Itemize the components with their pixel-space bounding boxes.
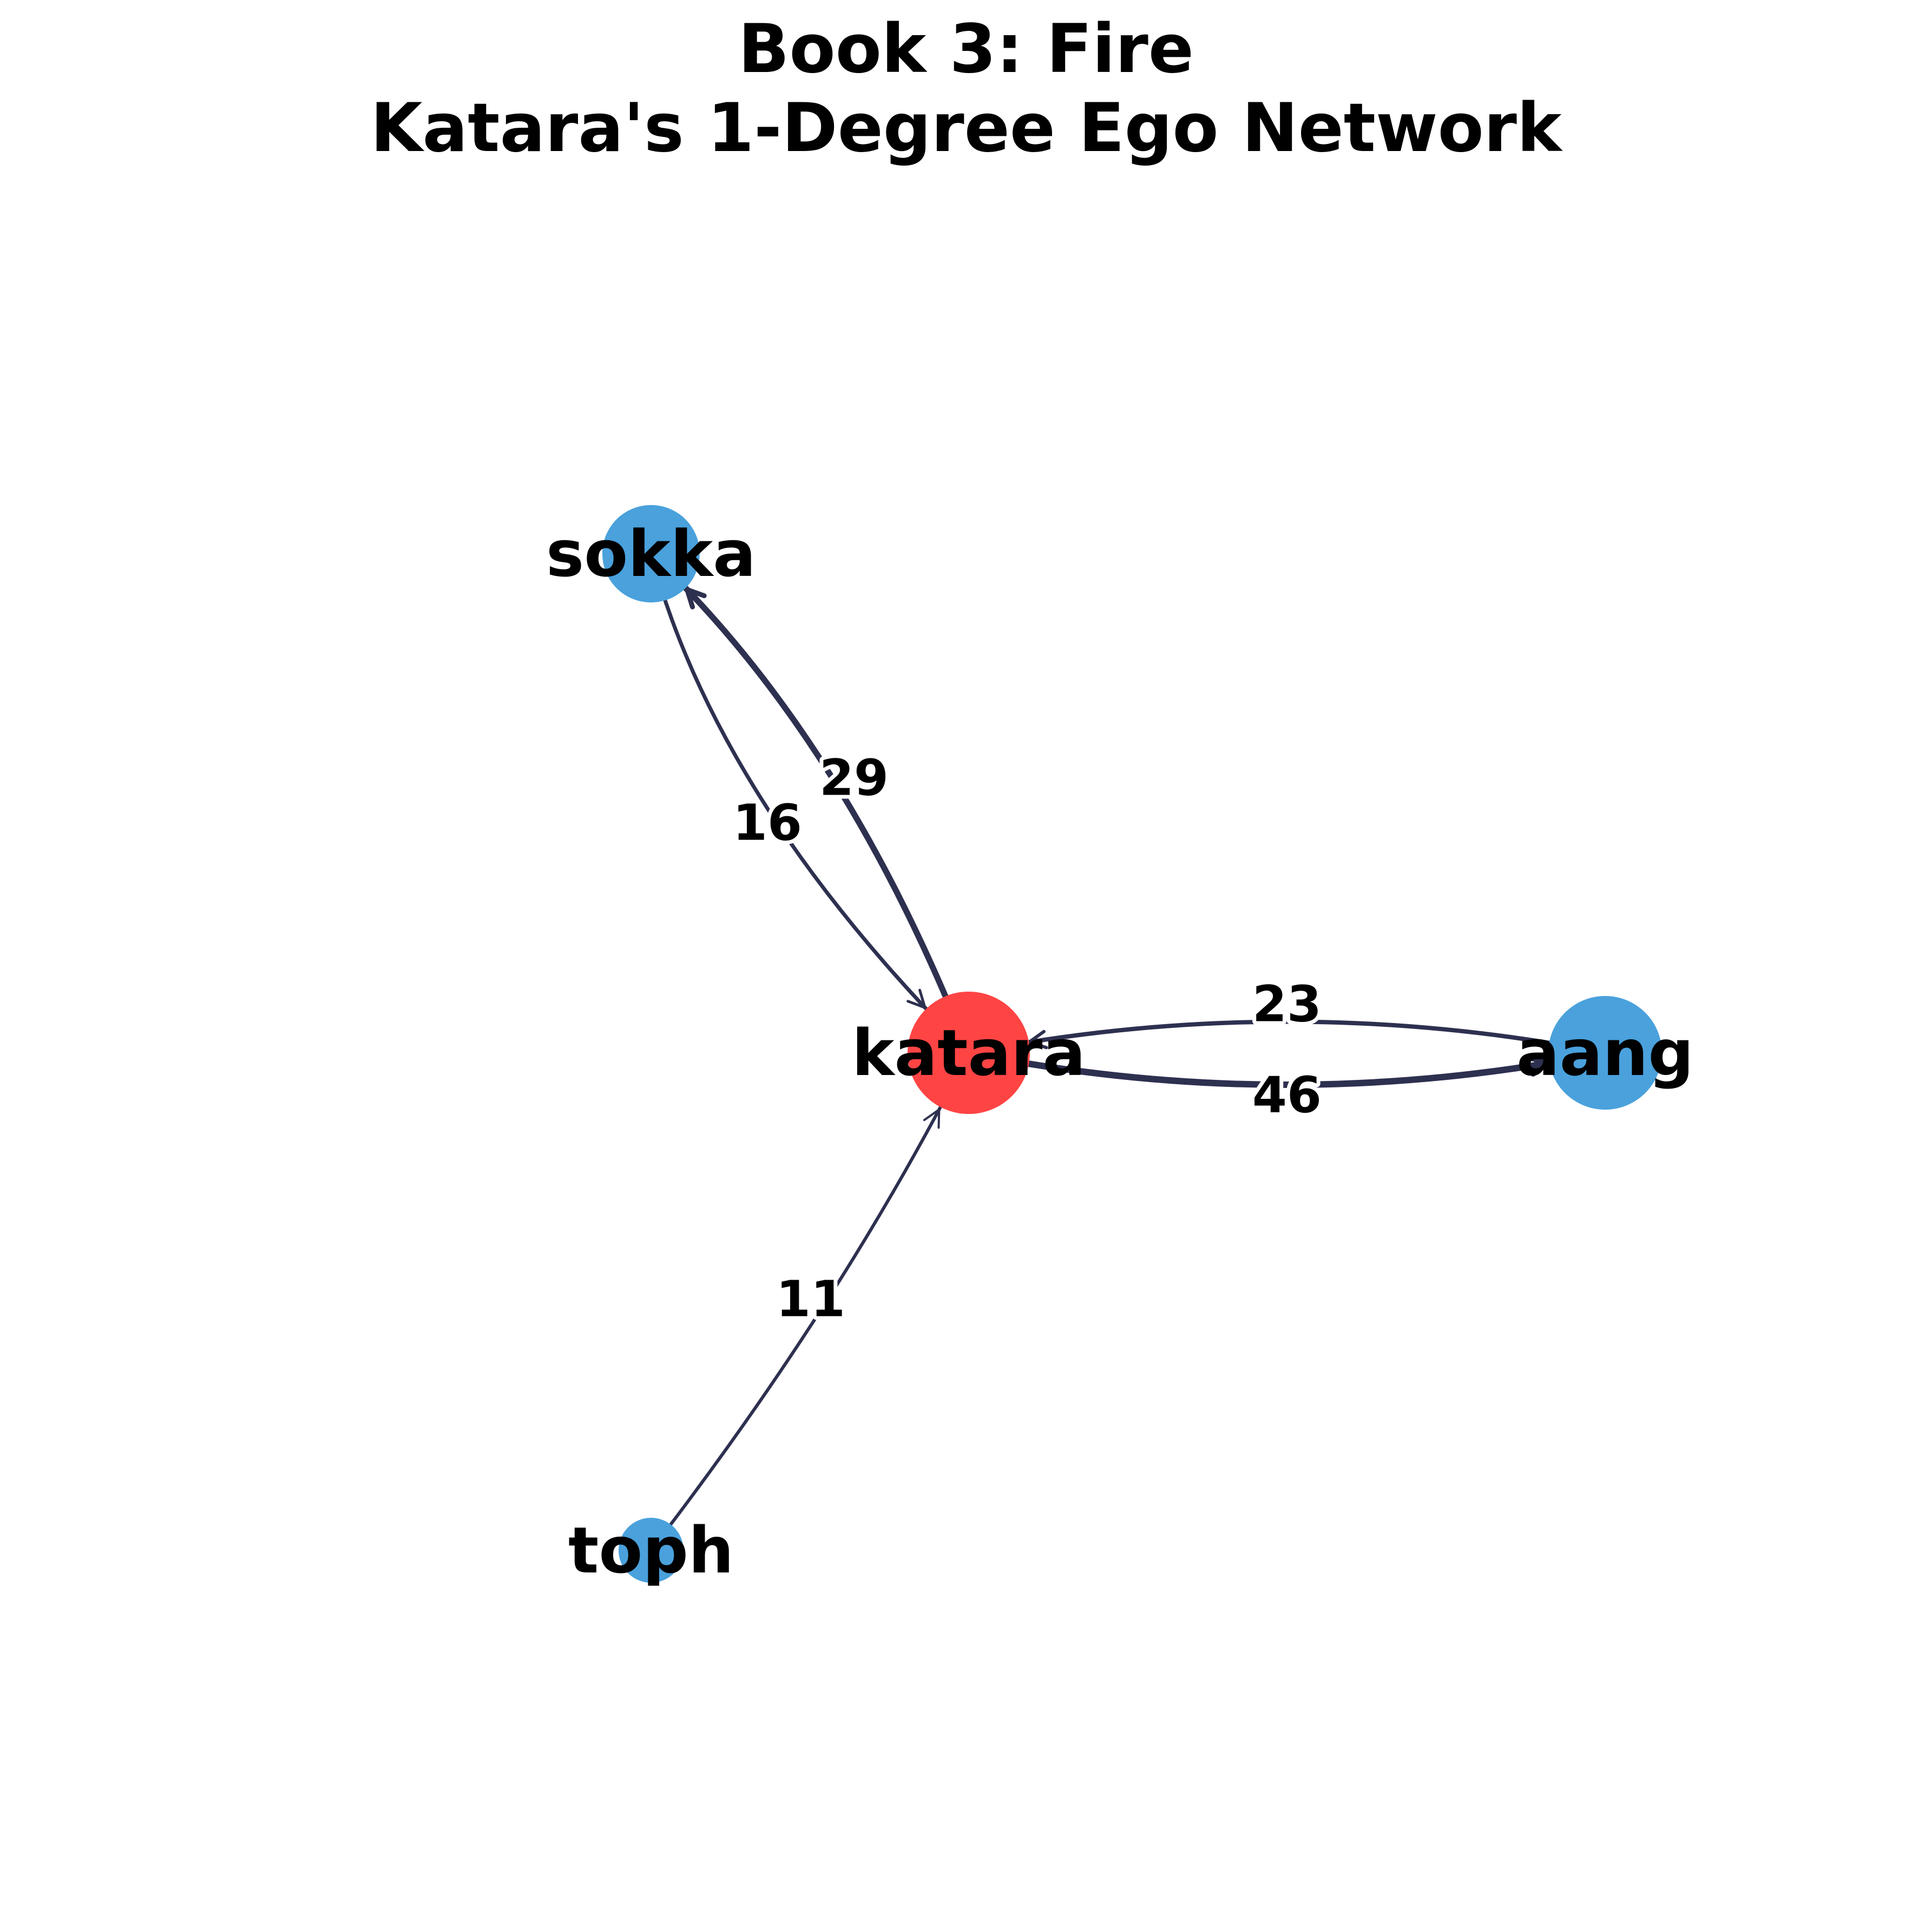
- edge-weight-label: 29: [819, 749, 889, 807]
- arrowhead-aang-to-katara: [1027, 1030, 1048, 1050]
- edge-weight-label: 46: [1252, 1066, 1322, 1124]
- node-katara: [908, 992, 1030, 1114]
- edge-katara-to-aang: [965, 1050, 1608, 1088]
- label-layer: 29 16 23 46 11 katara sokka aang toph: [546, 516, 1694, 1588]
- node-label-toph: toph: [568, 1513, 734, 1588]
- arrowhead-sokka-to-katara: [906, 988, 926, 1009]
- arrowhead-toph-to-katara: [923, 1108, 941, 1129]
- arrowhead-katara-to-sokka: [685, 587, 707, 609]
- node-aang: [1548, 996, 1662, 1110]
- edge-sokka-to-katara: [649, 552, 971, 1055]
- node-label-sokka: sokka: [546, 516, 756, 591]
- node-label-aang: aang: [1516, 1015, 1694, 1090]
- node-sokka: [602, 505, 700, 602]
- edge-aang-to-katara: [967, 1019, 1607, 1055]
- node-toph: [619, 1518, 684, 1583]
- title-line-1: Book 3: Fire: [738, 10, 1194, 88]
- node-layer: [602, 505, 1662, 1583]
- node-label-katara: katara: [852, 1015, 1086, 1090]
- chart-title: Book 3: Fire Katara's 1-Degree Ego Netwo…: [0, 10, 1932, 168]
- title-line-2: Katara's 1-Degree Ego Network: [370, 89, 1562, 167]
- edge-layer: [648, 550, 1608, 1552]
- edge-toph-to-katara: [649, 1051, 970, 1552]
- edge-weight-label: 16: [733, 794, 802, 852]
- edge-weight-label: 11: [776, 1270, 845, 1328]
- edge-katara-to-sokka: [648, 550, 972, 1056]
- edge-weight-label: 23: [1252, 975, 1322, 1033]
- arrowhead-katara-to-aang: [1528, 1055, 1551, 1077]
